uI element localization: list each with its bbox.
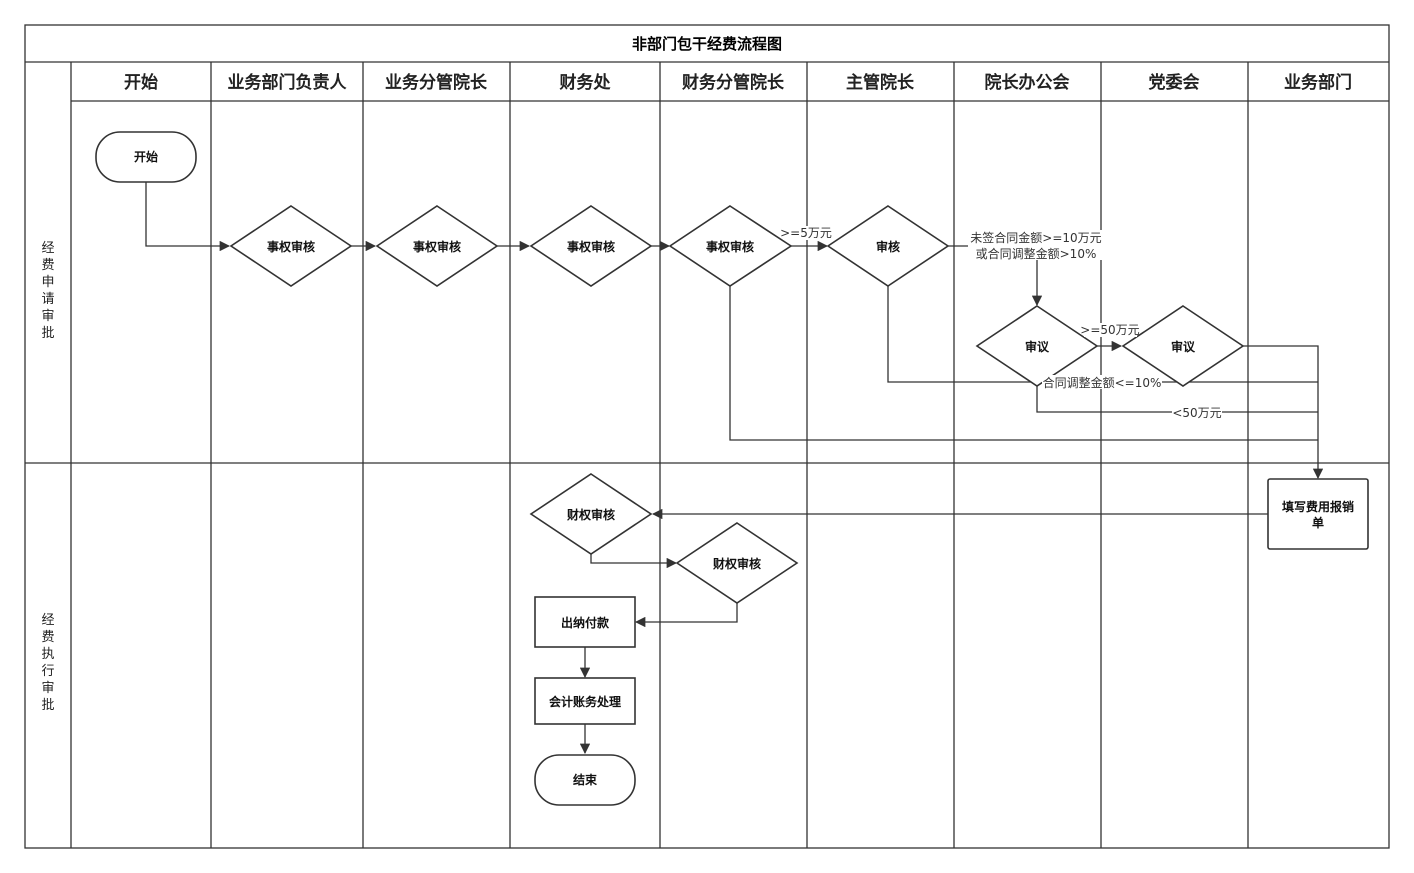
lane-header-president-meeting: 院长办公会 xyxy=(985,72,1070,93)
dept-head-review-label: 事权审核 xyxy=(267,239,315,254)
finance-approval-2-decision xyxy=(675,522,799,604)
edge-approval1-to-approval2 xyxy=(590,554,678,569)
fill-form-process xyxy=(1267,478,1369,550)
svg-text:费: 费 xyxy=(41,258,54,273)
fill-form-label-line2: 单 xyxy=(1312,515,1324,530)
edge-label-ge-50w: >=50万元 xyxy=(1080,323,1139,337)
lane-header-chief-vp: 主管院长 xyxy=(846,72,915,93)
edge-label-unsigned-line1: 未签合同金额>=10万元 xyxy=(970,230,1101,245)
edge-finance-vp-down xyxy=(729,286,1318,441)
lane-header-finance-office: 财务处 xyxy=(559,72,612,93)
diagram-title: 非部门包干经费流程图 xyxy=(632,35,782,53)
svg-text:行: 行 xyxy=(41,664,54,679)
edge-meeting-down xyxy=(1036,386,1318,413)
svg-text:审: 审 xyxy=(41,309,54,324)
lane-header-business-vp: 业务分管院长 xyxy=(385,72,488,93)
svg-text:请: 请 xyxy=(41,292,54,307)
phase-label-apply: 经 费 申 请 审 批 xyxy=(41,241,54,341)
svg-text:费: 费 xyxy=(41,630,54,645)
finance-review-decision xyxy=(529,205,653,287)
chief-vp-review-decision xyxy=(826,205,950,287)
lane-header-finance-vp: 财务分管院长 xyxy=(681,72,785,93)
end-terminator xyxy=(534,754,636,806)
dept-head-review-decision xyxy=(229,205,353,287)
finance-approval-2-label: 财权审核 xyxy=(712,556,761,571)
svg-text:经: 经 xyxy=(41,241,54,256)
start-label: 开始 xyxy=(134,149,158,164)
svg-text:批: 批 xyxy=(41,326,54,341)
finance-approval-1-decision xyxy=(529,473,653,555)
svg-text:审: 审 xyxy=(41,681,54,696)
svg-text:执: 执 xyxy=(41,647,54,662)
edge-label-unsigned-line2: 或合同调整金额>10% xyxy=(976,246,1097,261)
lane-header-party-committee: 党委会 xyxy=(1149,72,1200,93)
finance-approval-1-label: 财权审核 xyxy=(566,507,615,522)
president-meeting-decision xyxy=(975,305,1099,387)
cashier-payment-label: 出纳付款 xyxy=(561,615,610,630)
finance-vp-review-decision xyxy=(668,205,793,287)
cashier-payment-process xyxy=(534,596,636,648)
party-committee-label: 审议 xyxy=(1171,339,1196,354)
svg-text:申: 申 xyxy=(41,275,54,290)
accounting-label: 会计账务处理 xyxy=(549,694,621,709)
edge-party-to-form xyxy=(1243,345,1324,480)
edge-label-adjust-le-10: 合同调整金额<=10% xyxy=(1043,375,1162,390)
lane-header-start: 开始 xyxy=(124,72,158,93)
chief-vp-review-label: 审核 xyxy=(876,239,900,254)
svg-text:批: 批 xyxy=(41,698,54,713)
phase-label-execute: 经 费 执 行 审 批 xyxy=(41,613,54,713)
lane-header-business-dept: 业务部门 xyxy=(1284,72,1352,93)
vp-review-decision xyxy=(375,205,499,287)
vp-review-label: 事权审核 xyxy=(413,239,461,254)
diagram-frame xyxy=(24,24,1390,849)
end-label: 结束 xyxy=(573,772,598,787)
edge-label-lt-50w: <50万元 xyxy=(1172,406,1221,420)
president-meeting-label: 审议 xyxy=(1025,339,1050,354)
finance-review-label: 事权审核 xyxy=(567,239,615,254)
svg-text:经: 经 xyxy=(41,613,54,628)
edge-start-to-dept-review xyxy=(145,182,231,252)
fill-form-label-line1: 填写费用报销 xyxy=(1282,499,1354,514)
accounting-process xyxy=(534,677,636,725)
party-committee-decision xyxy=(1121,305,1245,387)
edge-label-ge-5w: >=5万元 xyxy=(780,226,832,240)
edge-approval2-to-cashier xyxy=(634,603,738,628)
finance-vp-review-label: 事权审核 xyxy=(706,239,754,254)
lane-header-dept-head: 业务部门负责人 xyxy=(228,72,348,93)
edge-chief-vp-down xyxy=(887,286,1318,383)
start-terminator xyxy=(95,131,197,183)
